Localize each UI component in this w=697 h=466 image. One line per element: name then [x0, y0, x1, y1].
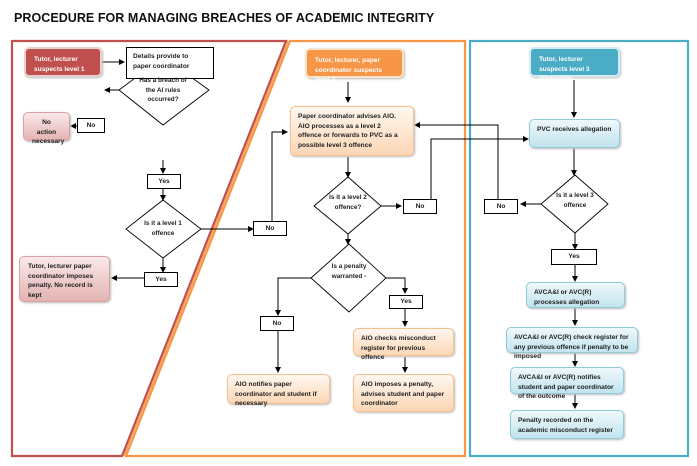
process-allegation-box: AVCA&I or AVC(R) processes allegation: [526, 282, 625, 308]
yes-label-level1: Yes: [144, 272, 178, 287]
yes-label-breach: Yes: [147, 174, 181, 189]
no-action-box: No action necessary: [23, 112, 70, 145]
yes-label-level3: Yes: [551, 249, 597, 265]
page-title: PROCEDURE FOR MANAGING BREACHES OF ACADE…: [14, 11, 435, 25]
notify-coordinator-box: AIO notifies paper coordinator and stude…: [227, 374, 330, 407]
decision-level3-text: Is it a level 3 offence: [556, 192, 594, 209]
pvc-box: PVC receives allegation: [529, 119, 620, 148]
no-label-breach: No: [77, 118, 105, 133]
no-label-level2: No: [403, 199, 437, 214]
decision-penalty-text: Is a penalty warranted -: [331, 263, 367, 280]
lane-level1-frame: [10, 39, 288, 458]
penalty-recorded-box: Penalty recorded on the academic miscond…: [510, 410, 624, 439]
connector-level2-to-level3: [430, 136, 529, 199]
advise-aio-box: Paper coordinator advises AIO. AIO proce…: [290, 106, 414, 156]
check-register-box: AIO checks misconduct register for previ…: [353, 328, 454, 361]
decision-level1-text: Is it a level 1 offence: [144, 220, 182, 237]
no-label-level3: No: [484, 199, 518, 214]
connector-level1-to-level2: [271, 129, 288, 222]
details-box: Details provide to paper coordinator: [126, 47, 214, 79]
no-label-level1: No: [253, 221, 287, 236]
level1-penalty-box: Tutor, lecturer paper coordinator impose…: [19, 256, 110, 302]
decision-breach-text: Has a breach of the AI rules occurred?: [139, 77, 187, 103]
level3-start-box: Tutor, lecturer suspects level 3 plagiar…: [529, 47, 620, 82]
decision-penalty-diamond: [310, 243, 387, 313]
connectors-level3: [520, 80, 578, 409]
notify-outcome-box: AVCA&I or AVC(R) notifies student and pa…: [510, 367, 624, 400]
connectors-level2: [275, 82, 408, 373]
impose-penalty-box: AIO imposes a penalty, advises student a…: [353, 374, 454, 412]
decision-level2-text: Is it a level 2 offence?: [329, 194, 367, 211]
level1-start-box: Tutor, lecturer suspects level 1: [24, 47, 102, 77]
no-label-penalty: No: [260, 316, 294, 331]
connector-level3-to-level2: [414, 122, 499, 200]
check-register-l3-box: AVCA&I or AVC(R) check register for any …: [506, 327, 638, 360]
lane-level2-frame: [123, 39, 467, 458]
yes-label-penalty: Yes: [389, 295, 423, 309]
level2-start-box: Tutor, lecturer, paper coordinator suspe…: [305, 48, 404, 83]
lane-level3-frame: [468, 39, 690, 458]
